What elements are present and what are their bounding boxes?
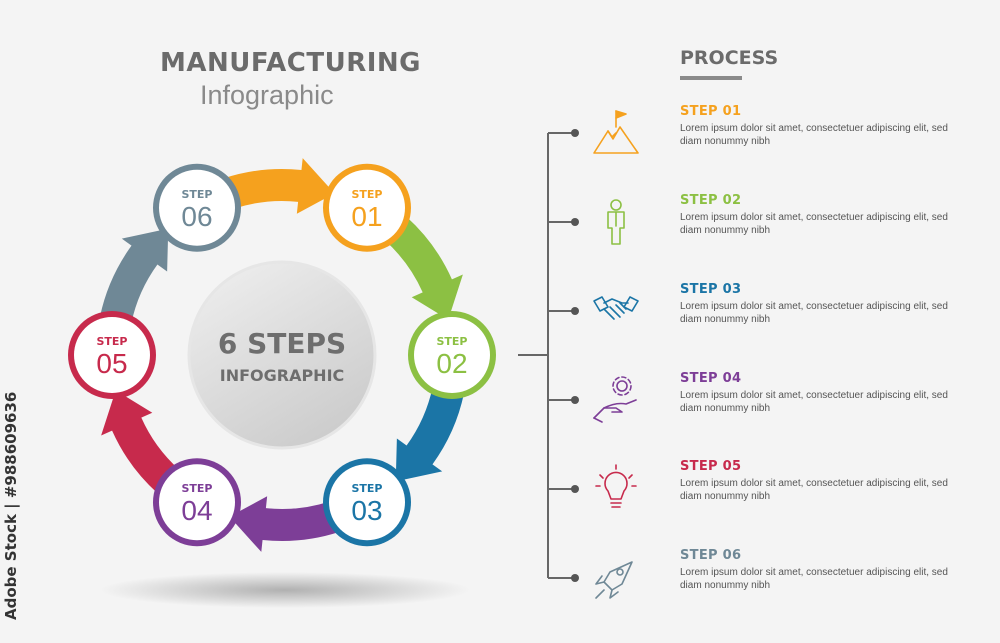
process-underline (680, 76, 742, 80)
timeline-dot (571, 485, 579, 493)
step-title: STEP 05 (680, 459, 742, 474)
person-icon (607, 199, 625, 245)
step-circle-number: 05 (96, 348, 127, 379)
timeline-dot (571, 396, 579, 404)
cycle-arrow (385, 216, 463, 320)
cycle-arrow (224, 158, 335, 214)
hand-gear-icon (593, 376, 637, 423)
mountain-flag-icon (593, 110, 639, 154)
timeline-dot (571, 574, 579, 582)
process-heading: PROCESS (680, 47, 779, 69)
step-circle-number: 02 (436, 348, 467, 379)
step-row: STEP 05 Lorem ipsum dolor sit amet, conse… (680, 459, 980, 503)
step-row: STEP 01 Lorem ipsum dolor sit amet, conse… (680, 104, 980, 148)
timeline-dot (571, 307, 579, 315)
timeline (518, 133, 549, 578)
step-description: Lorem ipsum dolor sit amet, consectetuer… (680, 301, 948, 325)
step-description: Lorem ipsum dolor sit amet, consectetuer… (680, 567, 948, 591)
cycle-arrow (101, 390, 179, 494)
step-title: STEP 02 (680, 193, 742, 208)
step-circle-label: STEP (351, 482, 382, 495)
title-main: MANUFACTURING (160, 48, 421, 78)
step-circle-label: STEP (351, 188, 382, 201)
ground-shadow (100, 572, 470, 608)
step-title: STEP 04 (680, 371, 742, 386)
step-circle-label: STEP (96, 335, 127, 348)
step-circle-number: 01 (351, 201, 382, 232)
step-row: STEP 06 Lorem ipsum dolor sit amet, conse… (680, 548, 980, 592)
center-line2: INFOGRAPHIC (220, 366, 345, 385)
step-description: Lorem ipsum dolor sit amet, consectetuer… (680, 390, 948, 414)
rocket-icon (595, 561, 633, 599)
timeline-dot (571, 129, 579, 137)
step-circle-number: 03 (351, 495, 382, 526)
cycle-arrow (229, 496, 340, 552)
step-circle-label: STEP (181, 482, 212, 495)
step-title: STEP 03 (680, 282, 742, 297)
title-sub: Infographic (200, 80, 334, 110)
cycle-arrow (100, 228, 169, 323)
step-title: STEP 06 (680, 548, 742, 563)
step-circle-label: STEP (181, 188, 212, 201)
lightbulb-icon (595, 464, 637, 508)
cycle-arrows (100, 158, 464, 552)
step-circle-number: 06 (181, 201, 212, 232)
handshake-icon (593, 296, 639, 320)
step-description: Lorem ipsum dolor sit amet, consectetuer… (680, 123, 948, 147)
center-disc: 6 STEPS INFOGRAPHIC (187, 260, 377, 450)
step-row: STEP 02 Lorem ipsum dolor sit amet, conse… (680, 193, 980, 237)
step-title: STEP 01 (680, 104, 742, 119)
step-description: Lorem ipsum dolor sit amet, consectetuer… (680, 212, 948, 236)
timeline-dot (571, 218, 579, 226)
step-circle-label: STEP (436, 335, 467, 348)
step-row: STEP 04 Lorem ipsum dolor sit amet, conse… (680, 371, 980, 415)
cycle-arrow (395, 387, 464, 482)
step-description: Lorem ipsum dolor sit amet, consectetuer… (680, 478, 948, 502)
step-circle-number: 04 (181, 495, 212, 526)
center-line1: 6 STEPS (218, 327, 346, 360)
step-row: STEP 03 Lorem ipsum dolor sit amet, conse… (680, 282, 980, 326)
